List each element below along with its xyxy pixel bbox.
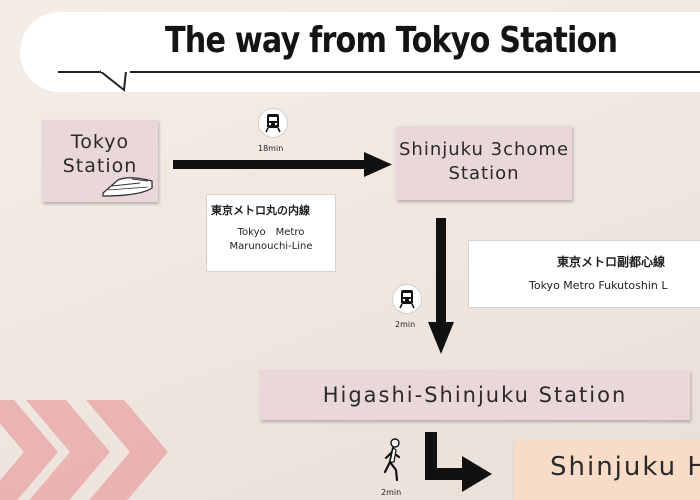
destination-label: Shinjuku H — [550, 452, 700, 482]
station-shinjuku-3chome-line2: Station — [448, 163, 520, 184]
station-shinjuku-3chome-line1: Shinjuku 3chome — [398, 139, 570, 160]
travel-time-walk: 2min — [381, 488, 402, 497]
arrow-down — [428, 218, 454, 354]
walking-person-icon — [383, 438, 401, 482]
station-higashi-shinjuku: Higashi-Shinjuku Station — [260, 370, 690, 420]
title-banner — [20, 12, 700, 92]
station-higashi-shinjuku-label: Higashi-Shinjuku Station — [322, 383, 628, 407]
station-shinjuku-3chome-label: Shinjuku 3chome Station — [396, 138, 572, 186]
station-tokyo-label: Tokyo Station — [42, 130, 158, 178]
station-tokyo-line1: Tokyo — [70, 131, 130, 153]
line-name-en: Tokyo Metro Fukutoshin L — [529, 279, 668, 292]
travel-time-fukutoshin: 2min — [395, 320, 416, 329]
chevron-shape-2 — [26, 400, 110, 500]
travel-time-marunouchi: 18min — [258, 144, 284, 153]
destination-box: Shinjuku H — [514, 440, 700, 500]
chevron-shape-3 — [86, 400, 168, 500]
title-rule — [130, 71, 700, 73]
line-info-fukutoshin: 東京メトロ副都心線 Tokyo Metro Fukutoshin L — [468, 240, 700, 308]
train-icon — [392, 284, 422, 314]
page-title: The way from Tokyo Station — [165, 20, 618, 61]
arrow-turn-right — [425, 432, 492, 492]
line-name-en-2: Marunouchi-Line — [229, 241, 313, 252]
line-name-jp: 東京メトロ丸の内線 — [211, 204, 310, 217]
line-info-marunouchi: 東京メトロ丸の内線 Tokyo Metro Marunouchi-Line — [206, 194, 336, 272]
chevron-shape-1 — [0, 400, 58, 500]
title-rule-left — [58, 71, 102, 73]
line-name-en: Tokyo Metro — [237, 227, 305, 238]
station-shinjuku-3chome: Shinjuku 3chome Station — [396, 126, 572, 200]
train-icon — [258, 108, 288, 138]
station-tokyo-line2: Station — [62, 155, 138, 177]
line-name-jp: 東京メトロ副都心線 — [557, 255, 666, 269]
arrow-right — [173, 152, 392, 177]
